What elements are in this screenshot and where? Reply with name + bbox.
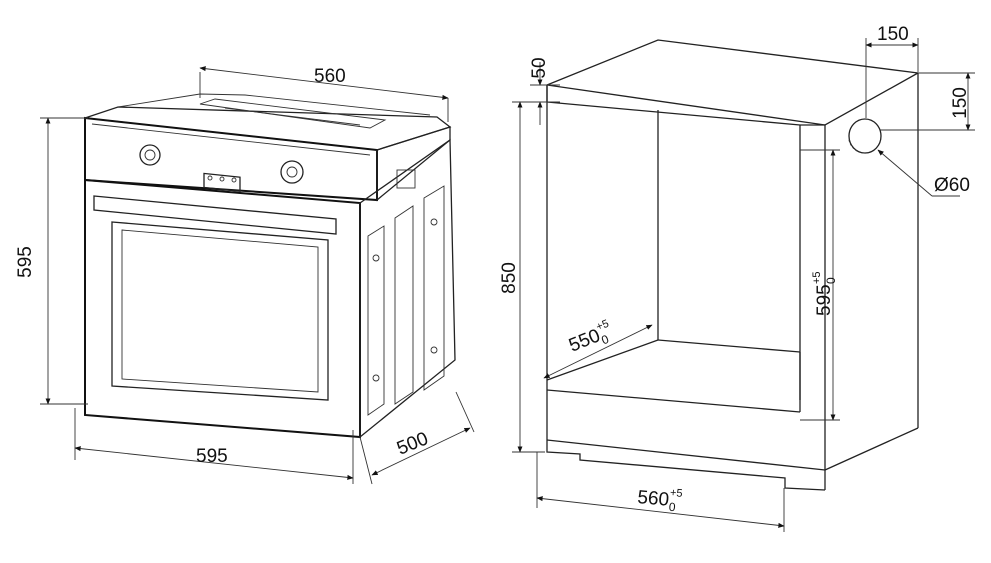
niche-height-label: 595 +5 0 <box>811 271 838 316</box>
oven-depth-label: 500 <box>394 428 431 459</box>
control-panel <box>84 116 378 202</box>
niche-depth-tol-up: +5 <box>595 318 611 334</box>
cable-hole <box>848 118 882 154</box>
cabinet-illustration <box>544 39 921 491</box>
right-knob <box>280 160 304 184</box>
left-knob <box>139 144 161 166</box>
door-handle <box>93 195 337 235</box>
niche-width-main: 560 <box>637 487 670 511</box>
cabinet-top-gap-label: 50 <box>529 57 550 78</box>
oven-dimensions <box>40 66 475 485</box>
niche-depth-tol-low: 0 <box>599 332 611 348</box>
oven-front-width-label: 595 <box>196 446 228 467</box>
oven-height-label: 595 <box>15 246 36 278</box>
niche-depth-label: 550 +5 0 <box>566 318 611 357</box>
niche-height-tol-up: +5 <box>811 271 823 284</box>
oven-illustration <box>84 93 456 439</box>
cabinet-dimensions <box>512 38 975 532</box>
door-window <box>111 221 329 401</box>
cutout-height-label: 150 <box>950 87 971 119</box>
hole-diameter-label: Ø60 <box>934 175 970 196</box>
oven-door <box>84 178 361 439</box>
niche-width-tol-up: +5 <box>669 487 683 500</box>
niche-width-label: 560 +5 0 <box>637 487 683 515</box>
niche-height-tol-low: 0 <box>824 277 838 284</box>
niche-width-tol-low: 0 <box>668 500 676 515</box>
cutout-width-label: 150 <box>877 24 909 45</box>
timer-display <box>203 172 241 192</box>
cabinet-height-label: 850 <box>499 262 520 294</box>
niche-height-main: 595 <box>814 284 835 316</box>
oven-top-width-label: 560 <box>314 66 346 87</box>
